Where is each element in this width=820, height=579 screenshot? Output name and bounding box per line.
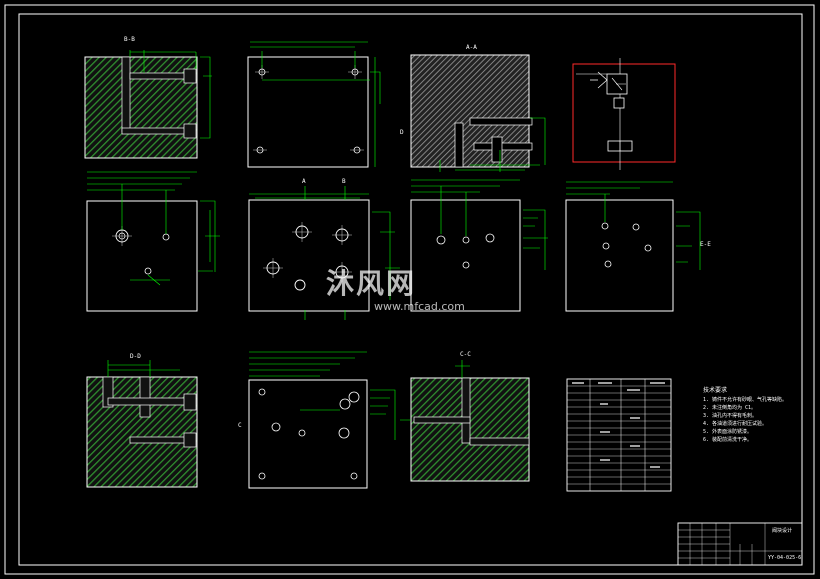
hydraulic-schematic: [572, 58, 676, 170]
inner-border: [18, 13, 803, 566]
view-marker-c-left: C: [238, 422, 242, 429]
view-section-dd-top: [410, 54, 546, 172]
tech-requirement-item: 3. 油孔内不得有毛刺。: [703, 412, 758, 419]
tech-requirement-item: 5. 外表面涂防锈漆。: [703, 428, 753, 435]
section-label-bb: B-B: [124, 36, 135, 43]
view-plate-ports-2: [248, 186, 400, 320]
section-label-aa: A-A: [466, 44, 477, 51]
section-label-ee: E-E: [700, 241, 711, 248]
view-plate-ports-3: [410, 179, 548, 312]
view-marker-d-left: D: [400, 129, 404, 136]
view-plate-top: [247, 41, 381, 168]
section-label-cc: C-C: [460, 351, 471, 358]
view-plate-bottom: [248, 351, 396, 489]
view-section-bb-top: [84, 50, 212, 159]
view-plate-ports-4: [565, 181, 701, 312]
parts-table: [566, 378, 672, 492]
watermark: 沐风网 www.mfcad.com: [326, 262, 465, 313]
view-section-ee-bottom: [400, 360, 530, 482]
watermark-url: www.mfcad.com: [374, 300, 465, 313]
title-block: [677, 522, 803, 566]
section-label-dd: D-D: [130, 353, 141, 360]
tech-requirements: 技术要求 1. 铸件不允许有砂眼、气孔等缺陷。 2. 未注倒角均为 C1。 3.…: [703, 386, 787, 444]
view-plate-ports-1: [86, 171, 220, 312]
view-marker-a-top: A: [302, 178, 306, 185]
tech-requirement-item: 6. 装配前清洗干净。: [703, 436, 753, 443]
tech-requirement-item: 1. 铸件不允许有砂眼、气孔等缺陷。: [703, 396, 788, 403]
outer-border: [4, 4, 815, 575]
title-block-drawing-number: YY-04-025-6: [768, 555, 802, 561]
view-marker-b-top: B: [342, 178, 346, 185]
tech-requirements-title: 技术要求: [703, 387, 728, 394]
tech-requirement-item: 4. 各油道须进行耐压试验。: [703, 420, 768, 427]
tech-requirement-item: 2. 未注倒角均为 C1。: [703, 404, 757, 411]
view-section-cc-bottom: [86, 360, 198, 488]
title-block-name: 阀块设计: [772, 528, 793, 534]
watermark-cn: 沐风网: [326, 267, 417, 300]
